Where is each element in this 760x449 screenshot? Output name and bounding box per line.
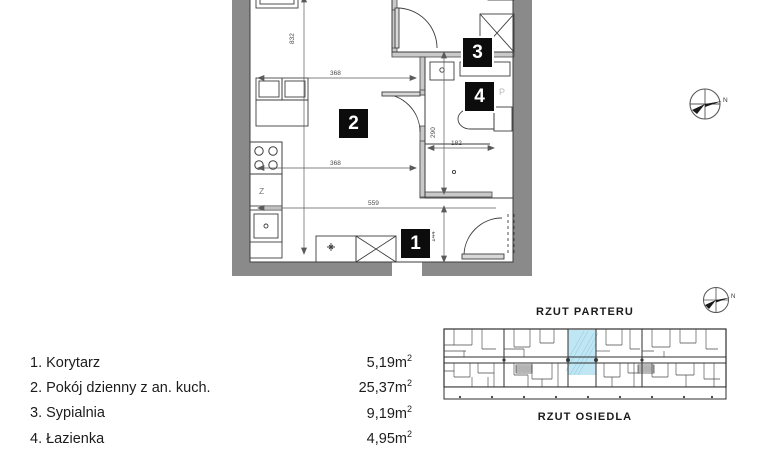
room-legend: 1. Korytarz 5,19m2 2. Pokój dzienny z an… [30,348,412,449]
legend-room-name: 4. Łazienka [30,430,105,447]
room-badge-1[interactable]: 1 [401,229,430,258]
key-plan-block: RZUT PARTERU [430,306,740,423]
legend-room-area: 9,19m2 [366,403,412,422]
hall-storage [315,235,397,263]
interior-walls [391,0,515,199]
hall-door [381,91,421,133]
bedroom-door [394,7,438,49]
cooktop-burners [254,146,278,170]
dimension-entry-vertical: 144 [430,231,437,242]
dimension-upper-horizontal: 368 [330,70,341,77]
room-badge-2[interactable]: 2 [339,109,368,138]
parking-label: P [499,87,506,97]
legend-room-name: 3. Sypialnia [30,405,105,422]
dimension-bath-vertical: 290 [430,127,437,138]
entry-door [461,214,515,260]
dimension-bottom-horizontal: 559 [368,200,379,207]
dimension-lines [257,0,496,263]
dimension-left-vertical: 832 [289,33,296,44]
legend-room-name: 1. Korytarz [30,354,101,371]
dishwasher-label: Z [259,186,264,196]
compass-rose-top: N [686,84,734,129]
kitchen-sink [249,209,283,243]
legend-room-area: 5,19m2 [366,353,412,371]
dimension-lower-horizontal: 368 [330,160,341,167]
legend-row: 1. Korytarz 5,19m2 [30,348,412,373]
key-plan-svg[interactable] [442,327,728,405]
room-badge-4[interactable]: 4 [465,82,494,111]
compass-rose-bottom: N [700,283,740,322]
compass-north-label-bottom: N [731,294,735,300]
room-badge-3[interactable]: 3 [463,38,492,67]
site-plan-title: RZUT OSIEDLA [537,411,633,423]
key-plan-title: RZUT PARTERU [536,306,634,318]
legend-room-name: 2. Pokój dzienny z an. kuch. [30,380,211,397]
legend-row: 3. Sypialnia 9,19m2 [30,399,412,424]
legend-room-area: 25,37m2 [358,378,412,397]
compass-north-label-top: N [723,97,728,104]
legend-row: 2. Pokój dzienny z an. kuch. 25,37m2 [30,373,412,398]
dimension-bath-horizontal: 182 [451,140,462,147]
dishwasher-unit [249,173,283,207]
